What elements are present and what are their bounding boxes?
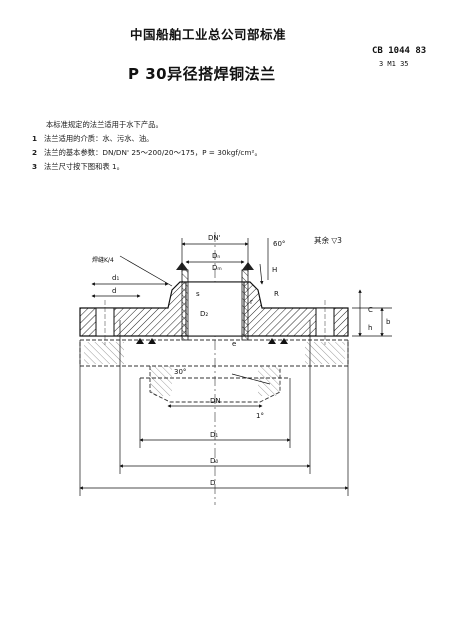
label-d-big: D: [210, 479, 215, 487]
clause-number: 2: [32, 148, 38, 157]
label-d: d: [112, 287, 116, 295]
surface-finish-note: 其余 ▽3: [314, 235, 342, 245]
label-weld: 焊缝K/4: [92, 256, 114, 264]
organization-header: 中国船舶工业总公司部标准: [130, 27, 287, 42]
clause-text: 法兰的基本参数：DN/DN' 25～200/20～175，P = 30kgf/c…: [44, 148, 262, 157]
label-c: C: [368, 306, 373, 314]
label-h: h: [368, 324, 372, 332]
label-d0: D₀: [210, 457, 218, 465]
label-k: 1°: [256, 412, 264, 420]
clause-text: 法兰适用的介质：水、污水、油。: [44, 134, 154, 143]
clause-number: 1: [32, 134, 38, 143]
label-dn-top: DN': [208, 234, 221, 242]
label-s: s: [196, 290, 200, 298]
clause-1: 1 法兰适用的介质：水、污水、油。: [32, 134, 153, 144]
label-d2: D₂: [200, 310, 208, 318]
label-dm: Dₘ: [212, 264, 222, 272]
label-d1: d₁: [112, 274, 119, 282]
label-angle-top: 60°: [273, 240, 285, 248]
label-dn-bottom: DN: [210, 397, 221, 405]
clause-number: 3: [32, 162, 38, 171]
document-title: P 30异径搭焊铜法兰: [128, 65, 276, 83]
flange-section: [79, 281, 349, 345]
label-h-height: H: [272, 266, 277, 274]
label-angle-bottom: 30°: [174, 368, 186, 376]
label-r-small: r: [250, 298, 253, 306]
label-dn-small: Dₙ: [212, 252, 220, 260]
clause-intro: 本标准规定的法兰适用于水下产品。: [46, 120, 163, 130]
standard-subtitle: 3 M1 35: [379, 60, 409, 68]
label-b: b: [386, 318, 391, 326]
label-e: e: [232, 340, 236, 348]
standard-number: CB 1044 83: [372, 46, 427, 56]
label-r: R: [274, 290, 279, 298]
clause-2: 2 法兰的基本参数：DN/DN' 25～200/20～175，P = 30kgf/…: [32, 148, 262, 158]
clause-text: 法兰尺寸按下图和表 1。: [44, 162, 124, 171]
label-d1-big: D₁: [210, 431, 218, 439]
clause-3: 3 法兰尺寸按下图和表 1。: [32, 162, 124, 172]
clause-text: 本标准规定的法兰适用于水下产品。: [46, 120, 163, 129]
